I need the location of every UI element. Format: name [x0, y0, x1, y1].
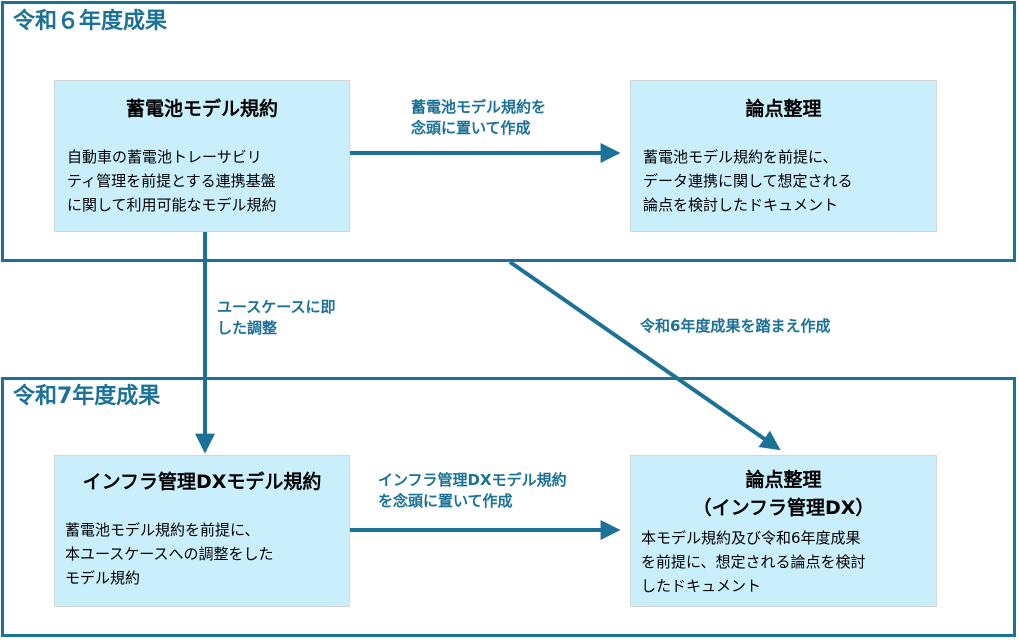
infra-dx-model-terms-box: インフラ管理DXモデル規約 蓄電池モデル規約を前提に、 本ユースケースへの調整を… [54, 455, 350, 607]
battery-model-terms-box: 蓄電池モデル規約 自動車の蓄電池トレーサビリ ティ管理を前提とする連携基盤 に関… [54, 80, 350, 232]
diagonal-arrow [508, 260, 781, 451]
r7-section-title: 令和7年度成果 [13, 384, 161, 409]
r6-section-title: 令和６年度成果 [13, 9, 168, 34]
box-body: 蓄電池モデル規約を前提に、 データ連携に関して想定される 論点を検討したドキュメ… [643, 148, 853, 214]
box-title: 蓄電池モデル規約 [125, 98, 278, 120]
box-body: 自動車の蓄電池トレーサビリ ティ管理を前提とする連携基盤 に関して利用可能なモデ… [67, 148, 277, 214]
r7-outcomes-frame [1, 377, 1016, 637]
bottom-arrow-label: インフラ管理DXモデル規約 を念頭に置いて作成 [378, 471, 567, 510]
infra-dx-issue-summary-box: 論点整理 （インフラ管理DX） 本モデル規約及び令和6年度成果 を前提に、想定さ… [630, 455, 937, 607]
box-body: 本モデル規約及び令和6年度成果 を前提に、想定される論点を検討 したドキュメント [641, 529, 866, 595]
box-title: 論点整理 （インフラ管理DX） [692, 469, 875, 519]
top-arrow-label: 蓄電池モデル規約を 念頭に置いて作成 [411, 98, 547, 137]
vertical-arrow-label: ユースケースに即 した調整 [217, 298, 336, 337]
box-title: 論点整理 [745, 98, 822, 120]
box-title: インフラ管理DXモデル規約 [82, 471, 322, 493]
issue-summary-box: 論点整理 蓄電池モデル規約を前提に、 データ連携に関して想定される 論点を検討し… [630, 80, 937, 232]
r6-outcomes-frame [1, 1, 1016, 262]
box-body: 蓄電池モデル規約を前提に、 本ユースケースへの調整をした モデル規約 [65, 521, 274, 587]
diagonal-arrow-label: 令和6年度成果を踏まえ作成 [640, 317, 831, 335]
